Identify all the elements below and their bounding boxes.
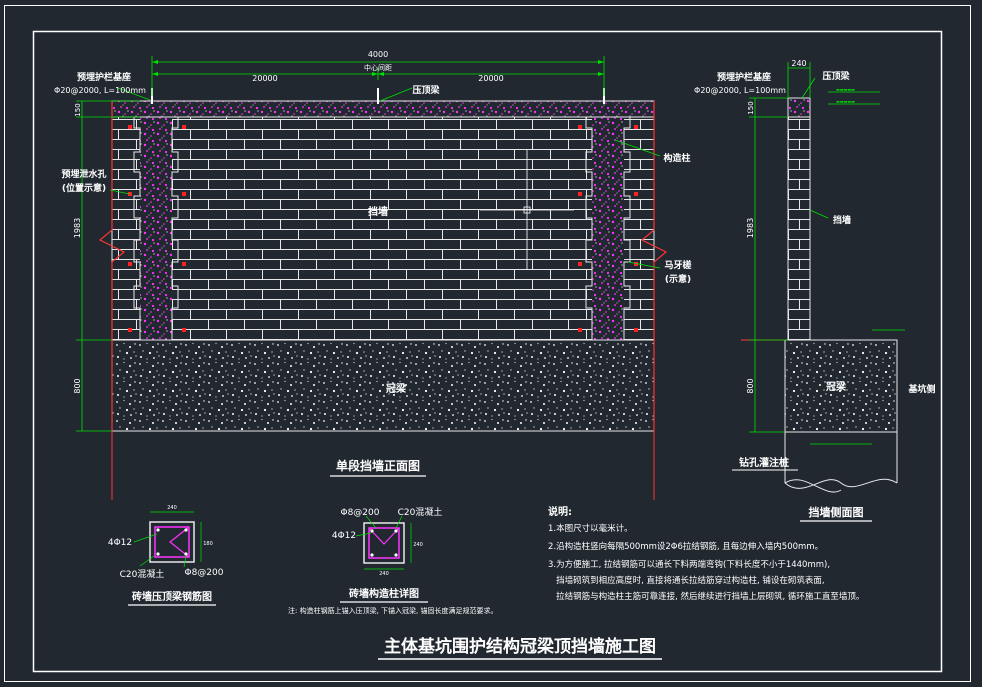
detail-cap-beam: 240 180 4Φ12 C20混凝土 Φ8@200 砖墙压顶梁钢筋图: [108, 505, 224, 606]
cap-stirrup: Φ8@200: [185, 568, 224, 578]
svg-text:240: 240: [413, 542, 423, 548]
notes: 说明: 1.本图尺寸以毫米计。 2.沿构造柱竖向每隔500mm设2Φ6拉结钢筋,…: [548, 505, 864, 602]
cap-concrete: C20混凝土: [120, 568, 165, 580]
structural-column-left: [140, 117, 172, 340]
label-drain-1: 预埋泄水孔: [61, 168, 106, 180]
drawing-title: 主体基坑围护结构冠梁顶挡墙施工图: [384, 636, 656, 657]
side-dim-top: 150: [747, 101, 755, 114]
notes-line-5: 拉结钢筋与构造柱主筋可靠连接, 然后继续进行挡墙上层砌筑, 循环施工直至墙顶。: [548, 591, 864, 602]
label-wall: 挡墙: [368, 205, 388, 218]
side-label-pile-1: 预埋护栏基座: [717, 71, 771, 83]
outer-frame: [4, 5, 971, 682]
label-crown-beam: 冠梁: [386, 382, 407, 395]
side-view-caption: 挡墙侧面图: [809, 505, 864, 519]
svg-text:180: 180: [203, 541, 213, 547]
svg-text:240: 240: [379, 571, 389, 577]
cap-rebar: 4Φ12: [108, 538, 132, 548]
side-label-bored-pile: 钻孔灌注桩: [739, 456, 789, 469]
side-elev-2: ▬▬▬▬▬: [836, 99, 855, 104]
side-dim-width: 240: [791, 59, 806, 68]
side-dim-beam: 800: [746, 378, 755, 393]
side-label-pile-2: Φ20@2000, L=100mm: [694, 86, 786, 95]
inner-frame: [32, 30, 943, 673]
label-drain-2: (位置示意): [62, 182, 106, 194]
svg-text:240: 240: [167, 505, 177, 511]
side-view: ▬▬▬▬▬ ▬▬▬▬▬ 240 150 1983 800 预埋护栏基座 Φ20@…: [694, 59, 936, 522]
col-rebar: 4Φ12: [332, 531, 356, 541]
side-elev-1: ▬▬▬▬▬: [836, 87, 855, 92]
dim-right: 20000: [478, 74, 503, 83]
front-view: 4000 中心间距 20000 20000 150 1983 800 预埋护栏基…: [54, 50, 692, 500]
label-pile-left-2: Φ20@2000, L=100mm: [54, 86, 146, 95]
dim-wall: 1983: [73, 218, 82, 238]
cap-caption: 砖墙压顶梁钢筋图: [132, 590, 212, 603]
side-crown-beam: [784, 339, 898, 433]
label-pile-left-1: 预埋护栏基座: [77, 71, 131, 83]
notes-heading: 说明:: [548, 505, 572, 518]
label-column: 构造柱: [663, 152, 690, 164]
dim-beam: 800: [73, 378, 82, 393]
notes-line-2: 2.沿构造柱竖向每隔500mm设2Φ6拉结钢筋, 且每边伸入墙内500mm。: [548, 541, 823, 552]
side-label-wall: 挡墙: [833, 214, 851, 226]
col-caption: 砖墙构造柱详图: [349, 587, 419, 600]
label-tooth-2: (示意): [665, 273, 691, 285]
side-brick-wall: [787, 116, 811, 341]
label-cap-beam: 压顶梁: [412, 84, 440, 96]
col-concrete: C20混凝土: [398, 506, 443, 518]
brick-wall: [112, 117, 654, 340]
dim-center-label: 中心间距: [364, 63, 392, 72]
dim-left: 20000: [252, 74, 277, 83]
side-cap-beam: [787, 97, 811, 118]
notes-line-3: 3.为方便施工, 拉结钢筋可以通长下料两端弯钩(下料长度不小于1440mm),: [548, 559, 830, 570]
note-small: 注: 构造柱钢筋上锚入压顶梁, 下锚入冠梁, 锚固长度满足规范要求。: [288, 606, 497, 615]
side-dim-wall: 1983: [746, 218, 755, 238]
detail-column: 240 240 Φ8@200 C20混凝土 4Φ12 砖墙构造柱详图: [332, 506, 443, 603]
label-tooth-1: 马牙槎: [664, 259, 691, 271]
side-label-pit: 基坑侧: [907, 383, 935, 395]
dim-top: 150: [74, 103, 82, 116]
notes-line-4: 挡墙砌筑到相应高度时, 直接将通长拉结筋穿过构造柱, 铺设在砌筑表面,: [548, 575, 825, 586]
side-label-cap-beam: 压顶梁: [822, 70, 850, 82]
side-label-crown-beam: 冠梁: [826, 380, 847, 393]
crown-beam: [111, 339, 655, 432]
dim-total: 4000: [368, 50, 388, 59]
front-view-caption: 单段挡墙正面图: [336, 458, 420, 473]
notes-line-1: 1.本图尺寸以毫米计。: [548, 523, 633, 534]
cap-beam: [111, 100, 655, 118]
col-stirrup: Φ8@200: [341, 508, 380, 518]
structural-column-right: [592, 117, 624, 340]
